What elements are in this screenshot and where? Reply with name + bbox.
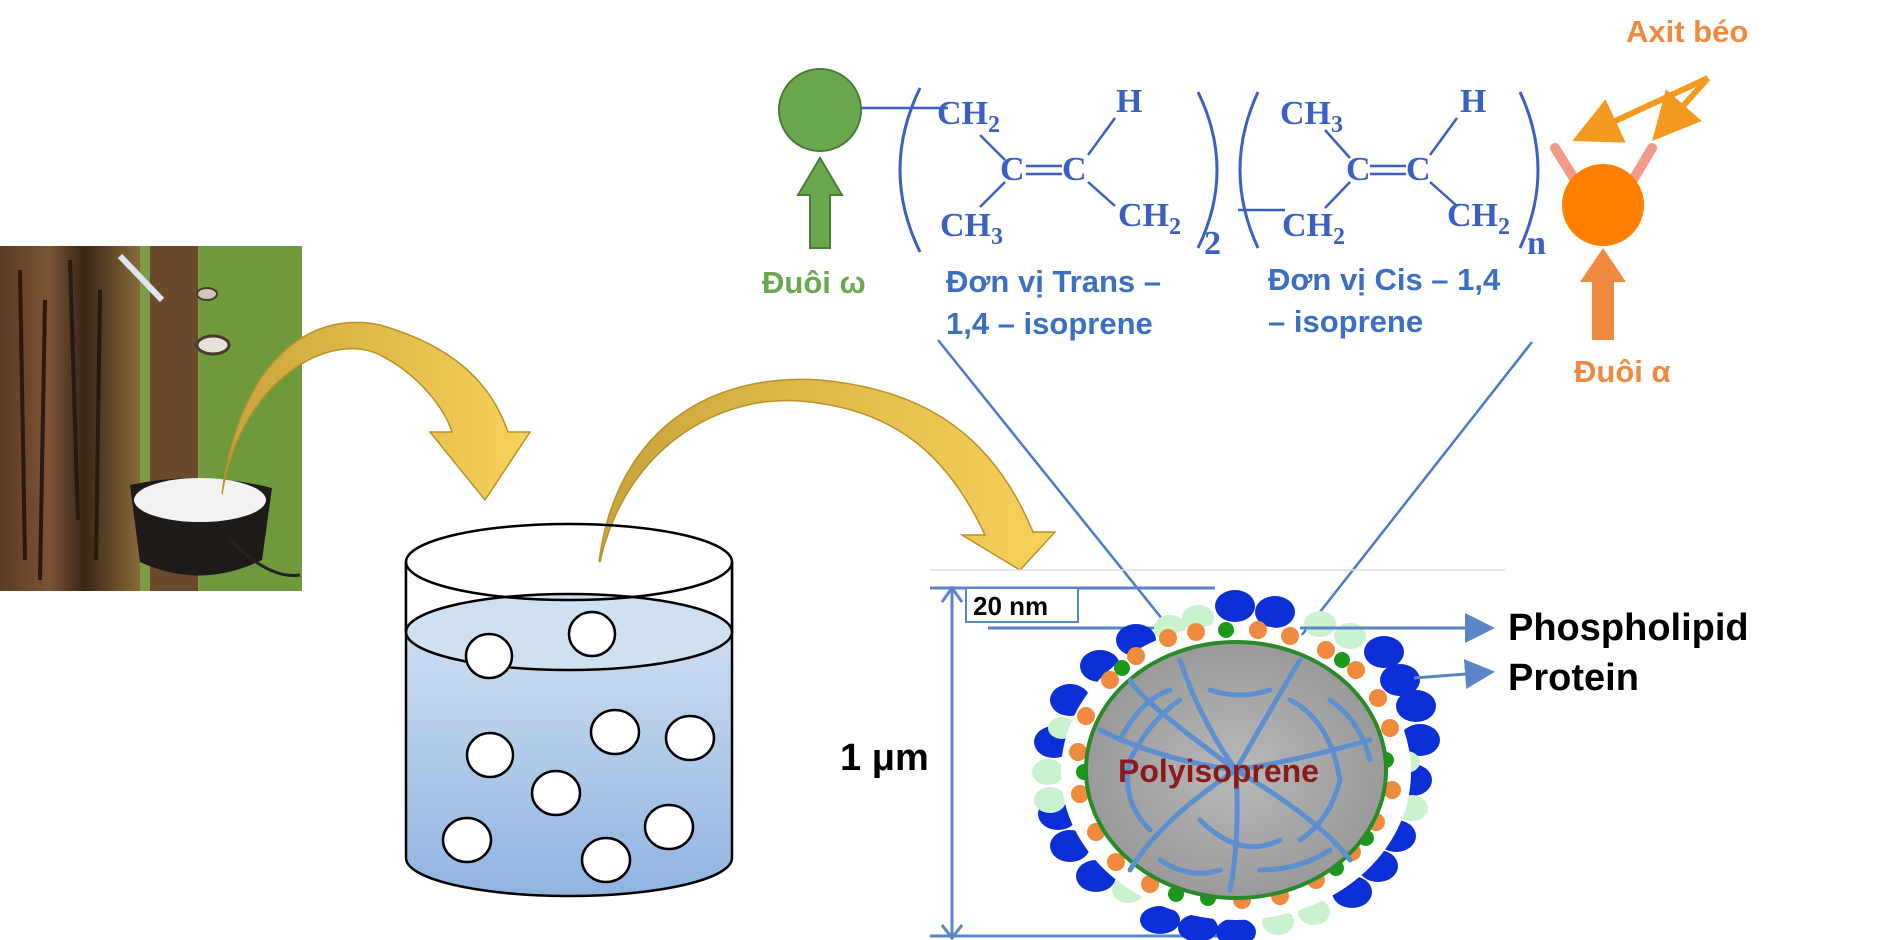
phospholipid-label: Phospholipid [1508,607,1749,649]
trans-h: H [1116,83,1142,120]
trans-ch2-bottom: CH2 [1118,197,1181,240]
cis-ch3-top: CH3 [1280,95,1343,138]
latex-beaker-icon [404,522,734,898]
cis-ch2-bottom: CH2 [1282,207,1345,250]
trans-unit-label-line2: 1,4 – isoprene [946,306,1153,341]
cis-unit-label-line2: – isoprene [1268,304,1423,339]
polyisoprene-label: Polyisoprene [1118,753,1319,789]
isoprene-chain-structure: CH2 C C H CH3 CH2 2 CH3 C C H CH2 CH2 n [778,68,1711,340]
tail-omega-label: Đuôi ω [762,265,866,300]
cis-unit-label-line1: Đơn vị Cis – 1,4 [1268,262,1501,297]
tail-alpha-label: Đuôi α [1574,354,1671,389]
cis-h: H [1460,83,1486,120]
cis-c1: C [1346,151,1371,188]
omega-tail-ball [778,68,862,152]
rubber-tree-tapping-photo [0,246,302,591]
zoom-line-right [1297,341,1533,641]
trans-ch2-top: CH2 [937,95,1000,138]
trans-ch3: CH3 [940,207,1003,250]
trans-unit-label-line1: Đơn vị Trans – [946,264,1161,299]
flow-arrow-photo-to-beaker [221,321,532,502]
alpha-tail-ball [1562,164,1644,246]
protein-pointer [1413,659,1495,690]
size-20nm-label: 20 nm [973,591,1048,621]
fatty-acid-label: Axit béo [1626,14,1748,49]
cis-c2: C [1406,151,1431,188]
size-1um-label: 1 μm [840,737,929,779]
rubber-particle-icon [441,610,716,884]
fatty-acid-arrow-1 [1572,75,1710,143]
fatty-acid-arrow-2 [1652,76,1711,141]
trans-c2: C [1062,151,1087,188]
flow-arrow-beaker-to-particle [597,378,1057,573]
trans-c1: C [1000,151,1025,188]
cis-repeat-subscript: n [1527,225,1546,262]
protein-label: Protein [1508,657,1639,699]
rubber-particle-cross-section: 20 nm 1 μm [840,569,1505,940]
polyisoprene-chains [1097,657,1373,893]
zoom-line-left [937,339,1176,636]
trans-repeat-subscript: 2 [1204,225,1221,262]
cis-ch2-right: CH2 [1447,197,1510,240]
